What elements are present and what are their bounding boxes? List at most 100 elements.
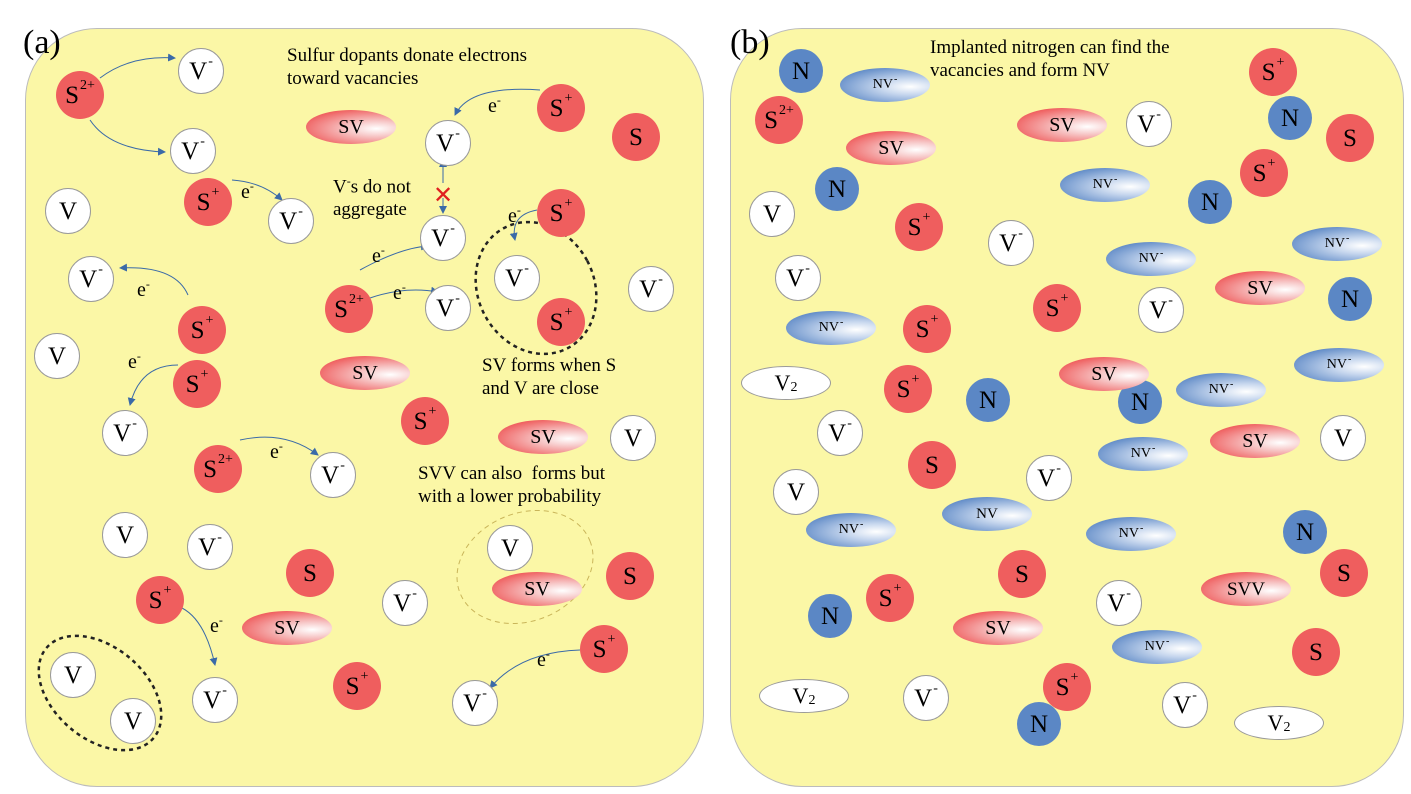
vacancy: V (749, 191, 795, 237)
vacancy: V (45, 188, 91, 234)
arrow-s2-to-v-top (99, 53, 176, 79)
nitrogen: N (1188, 180, 1232, 224)
nv-center: NV- (806, 513, 896, 547)
sulfur-plus: S+ (136, 576, 184, 624)
electron-label: e- (270, 439, 283, 463)
vacancy: V (1320, 415, 1366, 461)
nitrogen: N (1268, 96, 1312, 140)
sulfur: S (286, 549, 334, 597)
sulfur-plus: S+ (895, 203, 943, 251)
vacancy: V (110, 698, 156, 744)
vacancy-minus: V- (68, 256, 114, 302)
sulfur: S (1292, 628, 1340, 676)
vacancy-minus: V- (817, 410, 863, 456)
vacancy-minus: V- (775, 255, 821, 301)
electron-label: e- (128, 349, 141, 373)
vacancy: V (34, 333, 80, 379)
nv-center: NV- (840, 68, 930, 102)
electron-label: e- (241, 179, 254, 203)
nv-center: NV- (1176, 373, 1266, 407)
sulfur-plus: S+ (1249, 48, 1297, 96)
nitrogen: N (779, 49, 823, 93)
nitrogen: N (808, 594, 852, 638)
electron-label: e- (372, 243, 385, 267)
nv-center: NV- (1112, 630, 1202, 664)
vacancy: V (102, 512, 148, 558)
sulfur-plus: S+ (537, 84, 585, 132)
vacancy-minus: V- (1162, 682, 1208, 728)
sulfur-plus: S+ (884, 365, 932, 413)
vacancy-minus: V- (170, 128, 216, 174)
sv-complex: SV (1210, 424, 1300, 458)
sulfur-plus: S+ (178, 306, 226, 354)
sulfur-plus: S+ (537, 298, 585, 346)
sulfur: S (606, 552, 654, 600)
vacancy-minus: V- (903, 675, 949, 721)
nitrogen: N (1118, 380, 1162, 424)
sv-complex: SV (846, 131, 936, 165)
nitrogen: N (1328, 277, 1372, 321)
sv-complex: SV (1215, 271, 1305, 305)
vacancy-minus: V- (425, 285, 471, 331)
vacancy-minus: V- (1096, 580, 1142, 626)
svv-complex: SVV (1201, 572, 1291, 606)
nitrogen: N (1017, 702, 1061, 746)
sulfur: S (1326, 114, 1374, 162)
sulfur: S (998, 550, 1046, 598)
arrow-s-to-v-low (127, 364, 179, 406)
vacancy-minus: V- (178, 48, 224, 94)
electron-label: e- (137, 277, 150, 301)
sulfur-plus: S+ (1033, 284, 1081, 332)
arrow-e-to-v-a (359, 242, 429, 271)
nitrogen: N (1283, 510, 1327, 554)
vacancy-minus: V- (425, 120, 471, 166)
nitrogen: N (966, 378, 1010, 422)
no-aggregate-cross-icon: ✕ (433, 181, 454, 209)
sulfur: S (612, 113, 660, 161)
sulfur-plus: S+ (903, 305, 951, 353)
electron-label: e- (393, 280, 406, 304)
sulfur: S (908, 441, 956, 489)
arrow-s-to-v-ring (509, 209, 538, 241)
vacancy-minus: V- (382, 580, 428, 626)
panel-a-label: (a) (23, 24, 61, 61)
sv-complex: SV (953, 611, 1043, 645)
vacancy-minus: V- (1126, 101, 1172, 147)
vacancy-minus: V- (628, 266, 674, 312)
note-no-aggregate: V-s do not aggregate (333, 174, 411, 221)
arrow-s-to-v-bottom (181, 607, 218, 666)
note-implanted-nitrogen: Implanted nitrogen can find the vacancie… (930, 37, 1170, 81)
vacancy: V (50, 652, 96, 698)
sv-complex: SV (1017, 108, 1107, 142)
sv-complex: SV (306, 110, 396, 144)
arrow-s-to-v-1 (231, 179, 283, 201)
electron-label: e- (210, 613, 223, 637)
note-sulfur-donate: Sulfur dopants donate electrons toward v… (287, 45, 528, 89)
arrow-s2-to-v-mid (239, 436, 319, 456)
arrow-s-to-v-left (119, 263, 189, 296)
sulfur-plus: S+ (1043, 663, 1091, 711)
vacancy: V (487, 525, 533, 571)
note-sv-forms: SV forms when S and V are close (482, 355, 617, 399)
sulfur-plus: S+ (866, 574, 914, 622)
arrow-s-to-v-center-top (454, 88, 541, 116)
vacancy: V (610, 415, 656, 461)
arrow-s-to-v-bottom-right (489, 649, 581, 689)
sv-complex: SV (320, 356, 410, 390)
nv-center: NV- (1106, 242, 1196, 276)
svv-group-ring (456, 509, 594, 625)
vacancy-minus: V- (1026, 455, 1072, 501)
vacancy-minus: V- (1138, 287, 1184, 333)
vacancy-minus: V- (420, 215, 466, 261)
arrow-s2-to-v-left (89, 119, 166, 156)
sulfur-plus: S+ (333, 662, 381, 710)
panel-b-label: (b) (730, 24, 770, 61)
nitrogen: N (815, 167, 859, 211)
